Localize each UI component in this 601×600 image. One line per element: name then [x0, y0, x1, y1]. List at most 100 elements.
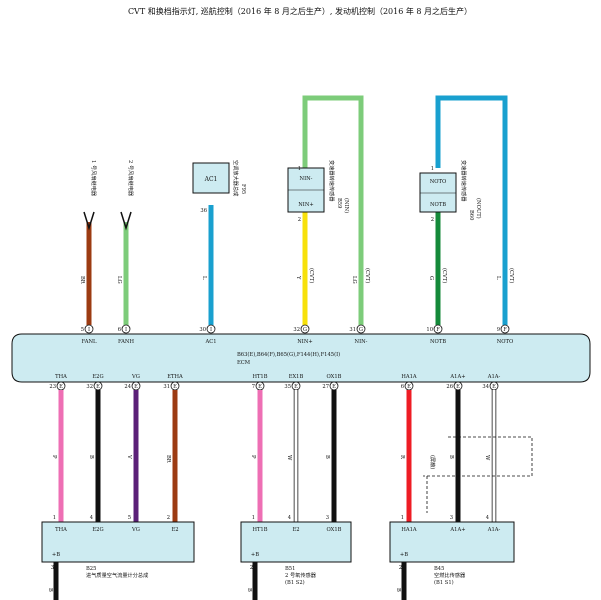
svg-text:30: 30	[199, 327, 206, 333]
not-upper-pin: NOTO	[430, 179, 447, 185]
svg-text:E: E	[492, 384, 496, 390]
bottom-wire-ex1b: W4	[286, 390, 299, 522]
top-wire-code-fan1: BR	[79, 276, 85, 285]
device-pin-e2g: 4	[90, 515, 94, 521]
svg-text:E: E	[332, 384, 336, 390]
device-b45-plus-wire-code: B	[395, 588, 401, 592]
device-b51-extra: (B1 S2)	[285, 579, 305, 586]
bottom-wire-code-ex1b: W	[286, 455, 292, 461]
nin-pin-bottom: 2	[298, 217, 301, 223]
svg-text:VG: VG	[131, 374, 140, 380]
svg-text:23: 23	[49, 384, 56, 390]
svg-text:A1A-: A1A-	[487, 374, 501, 380]
not-pin-top: 1	[431, 166, 434, 172]
svg-text:10: 10	[426, 327, 433, 333]
not-sensor-code: B60	[468, 210, 474, 220]
device-b45-plus: +B	[400, 552, 408, 558]
bottom-wire-etha: BR2	[165, 390, 178, 522]
svg-text:I: I	[210, 327, 212, 333]
bottom-wire-e2g: B4	[88, 390, 101, 522]
svg-text:F: F	[503, 327, 507, 333]
device-pin-a1a+: 3	[450, 515, 453, 521]
nin-pin-top: 1	[298, 166, 301, 172]
svg-text:ETHA: ETHA	[167, 374, 183, 380]
svg-text:7: 7	[252, 384, 255, 390]
device-pin-ox1b: 3	[326, 515, 329, 521]
device-b51-plus-pin: 2	[250, 565, 253, 571]
bottom-wire-code-ha1a: R	[399, 455, 405, 460]
svg-text:E2G: E2G	[92, 374, 103, 380]
svg-text:NIN+: NIN+	[297, 339, 312, 345]
svg-text:B: B	[395, 588, 401, 592]
device-b51-pin-label: E2	[292, 527, 299, 533]
bottom-wire-a1a-: W4	[484, 390, 497, 522]
svg-text:(CVT): (CVT)	[364, 268, 371, 283]
top-wire-code-noto: L	[495, 276, 501, 280]
svg-text:(CVT): (CVT)	[441, 268, 448, 283]
device-b51-plus: +B	[251, 552, 259, 558]
ecm-block: B63(E),B64(F),B65(G),F144(H),F145(I) ECM	[11, 333, 591, 383]
bottom-wire-code-tha: P	[51, 455, 57, 459]
svg-text:E: E	[407, 384, 411, 390]
svg-text:EX1B: EX1B	[289, 374, 304, 380]
svg-text:B: B	[246, 588, 252, 592]
not-lower-pin: NOTB	[430, 202, 446, 208]
svg-text:E: E	[96, 384, 100, 390]
svg-text:空调放大器总成: 空调放大器总成	[232, 160, 240, 196]
svg-text:A1A+: A1A+	[449, 374, 465, 380]
svg-text:W: W	[286, 455, 292, 461]
bottom-wire-code-a1a+: B	[448, 455, 454, 459]
bottom-wire-vg: V5	[126, 390, 139, 522]
svg-text:AC1: AC1	[204, 339, 216, 345]
device-pin-ex1b: 4	[288, 515, 292, 521]
bottom-wire-ht1b: P1	[250, 390, 263, 522]
not-pin-bottom: 2	[431, 217, 434, 223]
svg-text:E: E	[294, 384, 298, 390]
bottom-wire-tha: P1	[51, 390, 64, 522]
wire-fanl	[83, 211, 95, 325]
bottom-wire-code-ox1b: B	[324, 455, 330, 459]
device-b45-plus-pin: 2	[399, 565, 402, 571]
svg-text:32: 32	[86, 384, 93, 390]
top-wire-code-fan2: LG	[116, 276, 122, 284]
svg-text:I: I	[125, 327, 127, 333]
svg-text:26: 26	[446, 384, 453, 390]
device-pin-ht1b: 1	[252, 515, 255, 521]
svg-text:HA1A: HA1A	[401, 374, 417, 380]
svg-text:Y: Y	[295, 275, 301, 280]
device-b51-plus-wire-code: B	[246, 588, 252, 592]
svg-text:BR: BR	[165, 455, 171, 464]
device-b25-plus-wire-code: B	[47, 588, 53, 592]
svg-text:NOTO: NOTO	[497, 339, 514, 345]
ecm-top-pins: I5FANLI6FANHI30AC1G32NIN+G31NIN-F10NOTBF…	[81, 324, 514, 345]
nin-upper-pin: NIN-	[300, 176, 313, 182]
svg-text:G: G	[359, 327, 363, 333]
bottom-wire-ha1a: R1	[399, 390, 412, 522]
svg-text:2 号风扇继电器: 2 号风扇继电器	[127, 160, 135, 197]
ac-amp-name: 空调放大器总成	[232, 160, 240, 196]
svg-text:FANL: FANL	[82, 339, 97, 345]
svg-text:HT1B: HT1B	[252, 374, 267, 380]
device-pin-ha1a: 1	[401, 515, 404, 521]
nin-sensor-name: 变速器转速传感器	[328, 160, 336, 202]
svg-text:P: P	[51, 455, 57, 459]
device-b51-pin-label: HT1B	[252, 527, 267, 533]
bottom-wire-ox1b: B3	[324, 390, 337, 522]
nin-sensor: NIN- NIN+ 1 2 变速器转速传感器 B59 (NIN)	[287, 160, 350, 223]
svg-text:E: E	[258, 384, 262, 390]
nin-sensor-code: B59	[336, 198, 342, 208]
device-b51-name: 2 号氧传感器	[285, 571, 317, 579]
svg-text:6: 6	[401, 384, 404, 390]
